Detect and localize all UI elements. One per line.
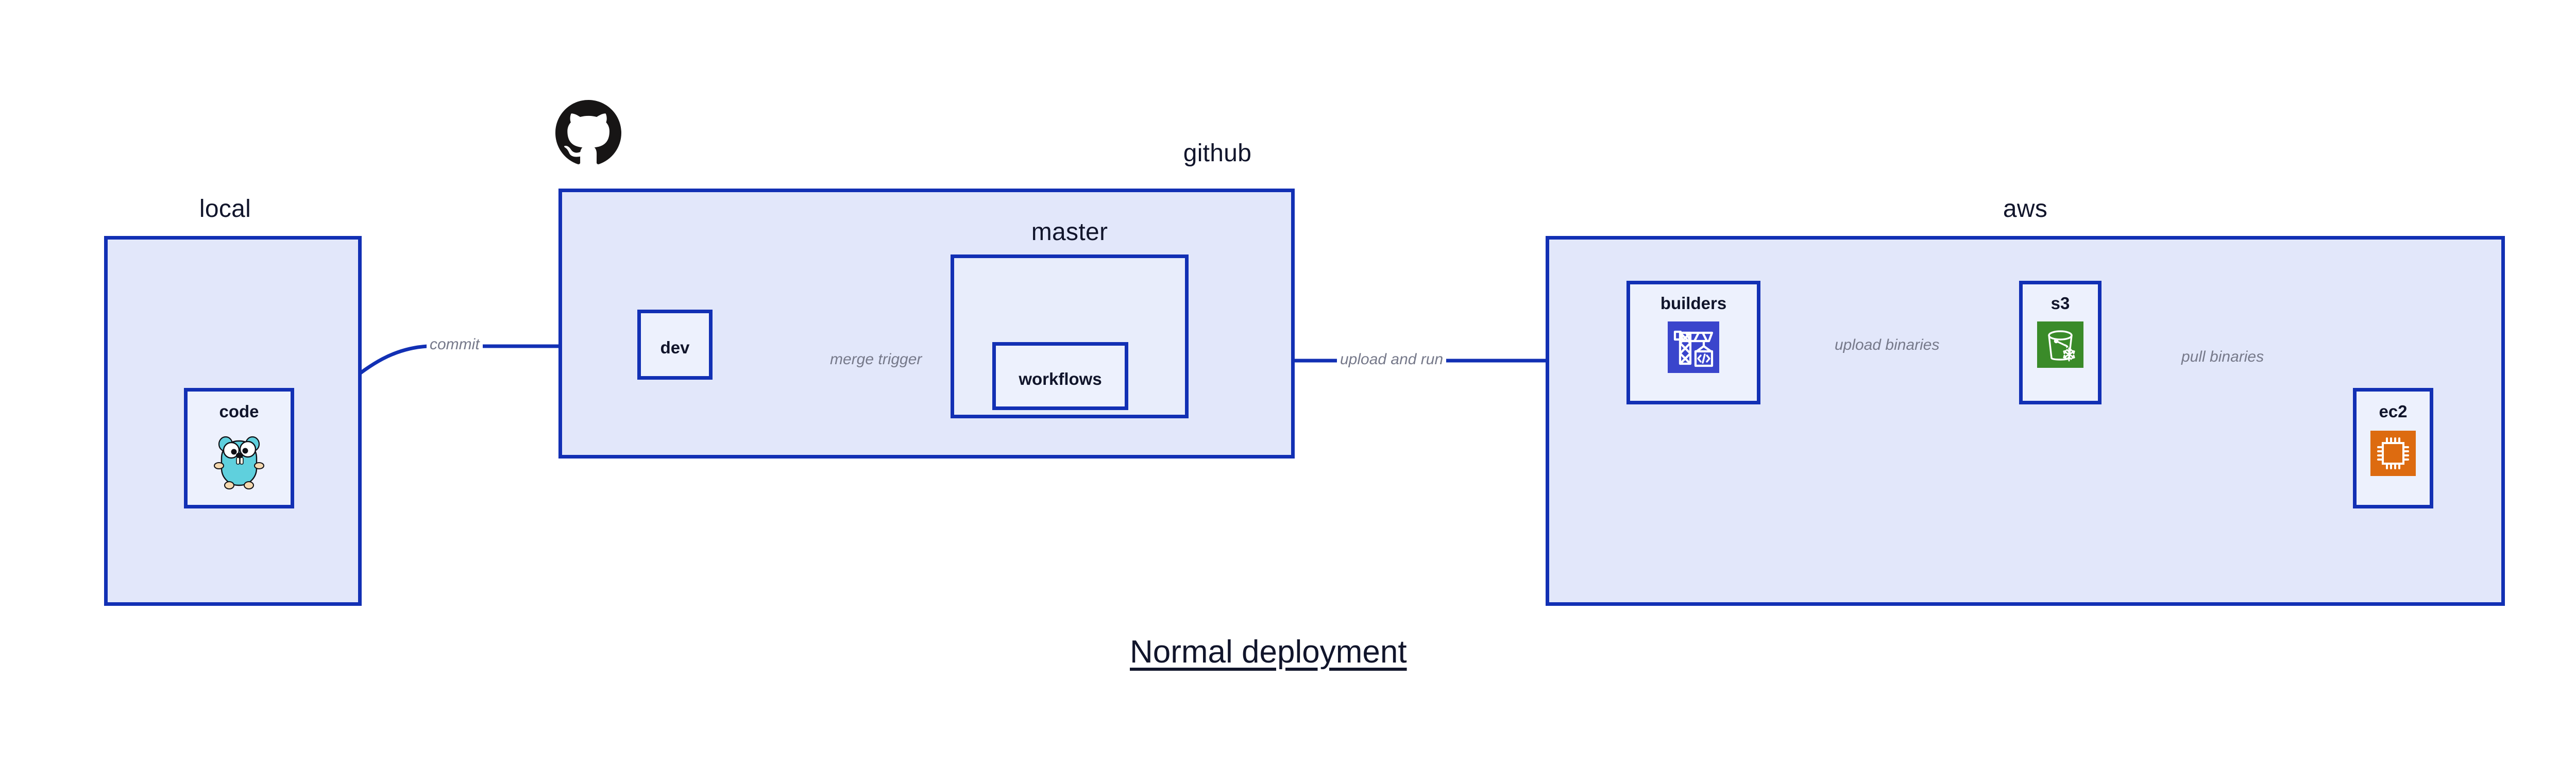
edge-label-merge-trigger: merge trigger [827,351,925,368]
container-label-master: master [1031,218,1108,246]
group-github[interactable]: dev master workflows [558,189,1295,459]
edge-label-commit: commit [427,336,483,353]
github-octocat-icon [555,100,621,166]
edge-label-upload-and-run: upload and run [1337,351,1447,368]
aws-s3-glacier-icon [2037,321,2083,368]
aws-builders-icon [1668,321,1719,373]
container-master[interactable]: workflows [951,254,1189,418]
group-label-github: github [1183,140,1252,167]
node-code[interactable]: code [184,388,294,508]
group-label-local: local [199,195,251,223]
node-builders[interactable]: builders [1626,281,1760,404]
edge-label-upload-binaries: upload binaries [1832,336,1943,354]
node-workflows[interactable]: workflows [992,342,1128,410]
node-dev-label: dev [660,338,690,357]
node-ec2-label: ec2 [2379,402,2408,421]
node-builders-label: builders [1660,294,1727,313]
node-s3[interactable]: s3 [2019,281,2102,404]
go-gopher-icon [211,432,267,494]
group-label-aws: aws [2003,195,2048,223]
edge-label-pull-binaries: pull binaries [2178,348,2267,366]
aws-ec2-icon [2370,431,2416,476]
diagram-title: Normal deployment [1130,634,1407,670]
group-local[interactable]: code [104,236,362,606]
node-ec2[interactable]: ec2 [2353,388,2433,508]
node-dev[interactable]: dev [637,310,713,380]
node-s3-label: s3 [2050,294,2070,313]
node-workflows-label: workflows [1019,369,1102,388]
group-aws[interactable]: builders [1546,236,2505,606]
node-code-label: code [219,402,259,421]
